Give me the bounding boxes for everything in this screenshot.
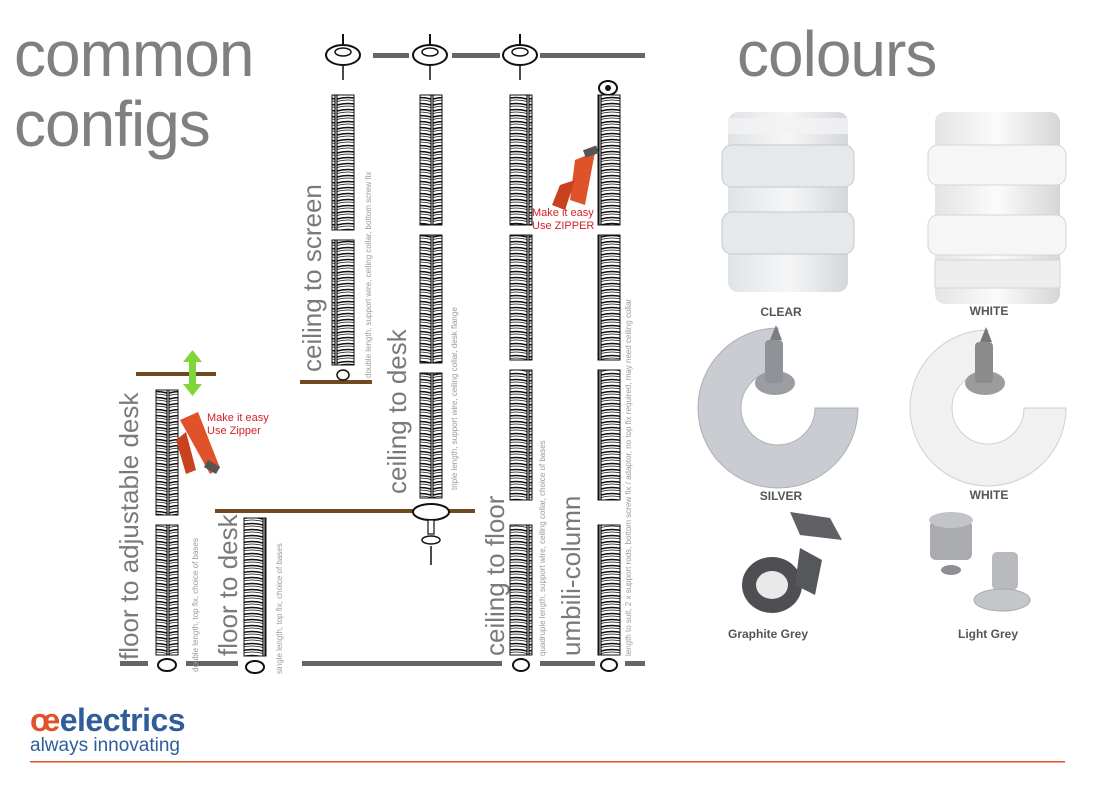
config-name-floor-to-adjustable-desk: floor to adjustable desk bbox=[114, 392, 144, 660]
brand-logo: œelectrics always innovating bbox=[30, 702, 186, 756]
desk-bar bbox=[215, 509, 475, 513]
spine-floor-to-desk bbox=[243, 517, 267, 674]
graphite-grey-parts-image bbox=[742, 512, 842, 613]
ceiling-line bbox=[373, 53, 645, 58]
config-name-floor-to-desk: floor to desk bbox=[213, 514, 243, 656]
ceiling-collar-icon bbox=[502, 34, 538, 80]
zipper-note-lower: Make it easy Use Zipper bbox=[207, 412, 269, 438]
caption-white-collar: WHITE bbox=[969, 488, 1009, 502]
zipper-note-upper-line1: Make it easy bbox=[532, 207, 594, 219]
config-name-ceiling-to-desk: ceiling to desk bbox=[382, 329, 412, 494]
spine-ceiling-to-desk bbox=[412, 94, 450, 565]
white-spine-image bbox=[927, 112, 1067, 304]
ceiling-collar-icon bbox=[412, 34, 448, 80]
zipper-note-lower-line2: Use Zipper bbox=[207, 425, 261, 437]
config-desc-ceiling-to-floor: quadruple length, support wire, ceiling … bbox=[538, 440, 547, 656]
brand-name-oe: œ bbox=[30, 702, 60, 738]
screen-bar bbox=[300, 380, 372, 384]
zipper-tool-icon bbox=[552, 145, 599, 210]
floor-line bbox=[120, 661, 645, 666]
caption-light-grey: Light Grey bbox=[957, 627, 1018, 641]
title-colours: colours bbox=[737, 18, 937, 90]
caption-clear: CLEAR bbox=[760, 305, 802, 319]
title-common: common bbox=[14, 18, 254, 90]
config-desc-floor-to-desk: single length, top fix, choice of bases bbox=[275, 543, 284, 674]
config-desc-ceiling-to-desk: triple length, support wire, ceiling col… bbox=[450, 307, 459, 490]
title-configs: configs bbox=[14, 88, 211, 160]
clear-spine-image bbox=[721, 112, 855, 292]
config-name-ceiling-to-screen: ceiling to screen bbox=[297, 184, 327, 372]
caption-graphite-grey: Graphite Grey bbox=[727, 627, 809, 641]
config-desc-floor-to-adjustable-desk: double length, top fix, choice of bases bbox=[191, 538, 200, 672]
spine-floor-to-adjustable-desk bbox=[155, 389, 179, 672]
footer-rule bbox=[30, 761, 1065, 763]
config-desc-umbili-column: length to suit, 2 x support rods, bottom… bbox=[624, 298, 633, 656]
ceiling-collar-icon bbox=[325, 34, 361, 80]
brand-name: œelectrics bbox=[30, 702, 186, 738]
adjustable-desk-bar bbox=[136, 372, 216, 376]
caption-white-spine: WHITE bbox=[969, 304, 1009, 318]
brand-name-rest: electrics bbox=[59, 702, 186, 738]
light-grey-parts-image bbox=[929, 512, 1031, 612]
config-desc-ceiling-to-screen: double length, support wire, ceiling col… bbox=[364, 171, 373, 378]
spine-umbili-column bbox=[597, 94, 621, 672]
zipper-note-upper: Make it easy Use ZIPPER bbox=[532, 207, 594, 233]
config-name-umbili-column: umbili-column bbox=[556, 495, 586, 656]
support-rod-cap-icon bbox=[598, 80, 618, 96]
silver-collar-image bbox=[697, 325, 859, 489]
spine-ceiling-to-screen bbox=[331, 94, 355, 381]
config-name-ceiling-to-floor: ceiling to floor bbox=[480, 495, 510, 656]
adjust-arrow-icon bbox=[183, 350, 202, 396]
zipper-note-lower-line1: Make it easy bbox=[207, 412, 269, 424]
spine-ceiling-to-floor bbox=[509, 94, 533, 672]
caption-silver: SILVER bbox=[759, 489, 803, 503]
brand-tagline: always innovating bbox=[30, 735, 180, 756]
zipper-tool-icon bbox=[176, 412, 221, 474]
zipper-note-upper-line2: Use ZIPPER bbox=[532, 220, 595, 232]
white-collar-image bbox=[909, 327, 1067, 487]
